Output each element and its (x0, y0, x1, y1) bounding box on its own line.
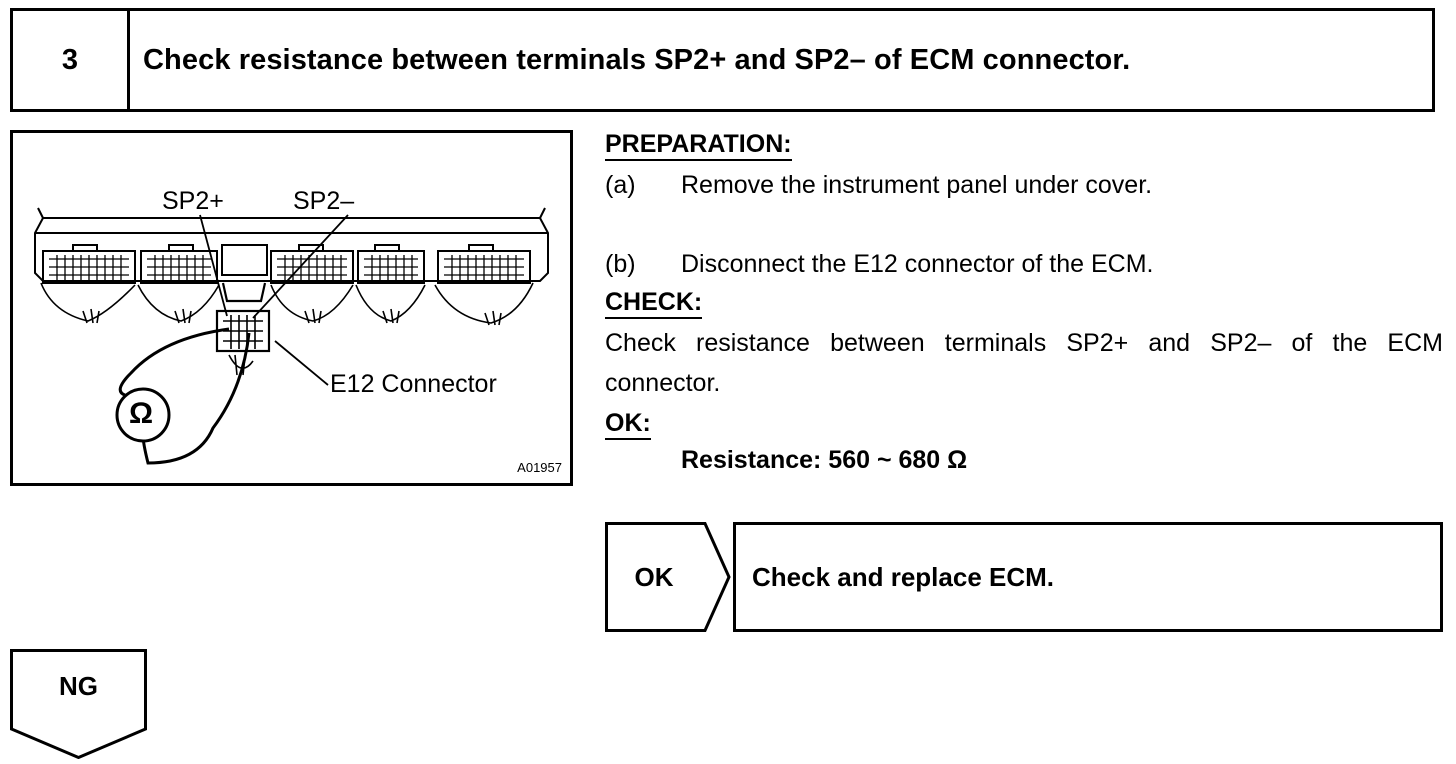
ng-result: NG (10, 649, 147, 759)
ecm-connector-drawing (34, 207, 549, 465)
ecm-housing-outline (34, 217, 549, 282)
label-e12-connector: E12 Connector (330, 370, 497, 398)
label-sp2-minus: SP2– (293, 187, 355, 215)
check-heading: CHECK: (605, 288, 703, 319)
ohmmeter-circle (115, 387, 171, 443)
ng-result-label: NG (59, 671, 98, 701)
ok-heading: OK: (605, 409, 651, 440)
ecm-connector-figure: SP2+ SP2– E12 Connector Ω A01957 (10, 130, 573, 486)
preparation-heading: PREPARATION: (605, 130, 792, 161)
resistance-spec: Resistance: 560 ~ 680 Ω (681, 446, 968, 474)
step-number: 3 (13, 11, 130, 109)
ok-result-label: OK (634, 561, 674, 592)
item-tag: (b) (605, 250, 636, 278)
figure-id: A01957 (517, 460, 562, 475)
item-tag: (a) (605, 171, 636, 199)
ok-arrow-shape (605, 522, 731, 632)
check-text: Check resistance between terminals SP2+ … (605, 329, 1443, 397)
ohm-icon: Ω (129, 397, 154, 430)
step-title: Check resistance between terminals SP2+ … (143, 43, 1131, 76)
preparation-item: (a) Remove the instrument panel under cov… (605, 170, 1152, 200)
item-text: Remove the instrument panel under cover. (681, 171, 1153, 199)
display-window (221, 244, 268, 276)
label-sp2-plus: SP2+ (162, 187, 224, 215)
preparation-item: (b) Disconnect the E12 connector of the E… (605, 249, 1153, 279)
item-text: Disconnect the E12 connector of the ECM. (681, 250, 1154, 278)
step-header: 3 Check resistance between terminals SP2… (10, 8, 1435, 112)
ok-action: Check and replace ECM. (733, 522, 1443, 632)
ng-arrow-shape (10, 649, 147, 759)
